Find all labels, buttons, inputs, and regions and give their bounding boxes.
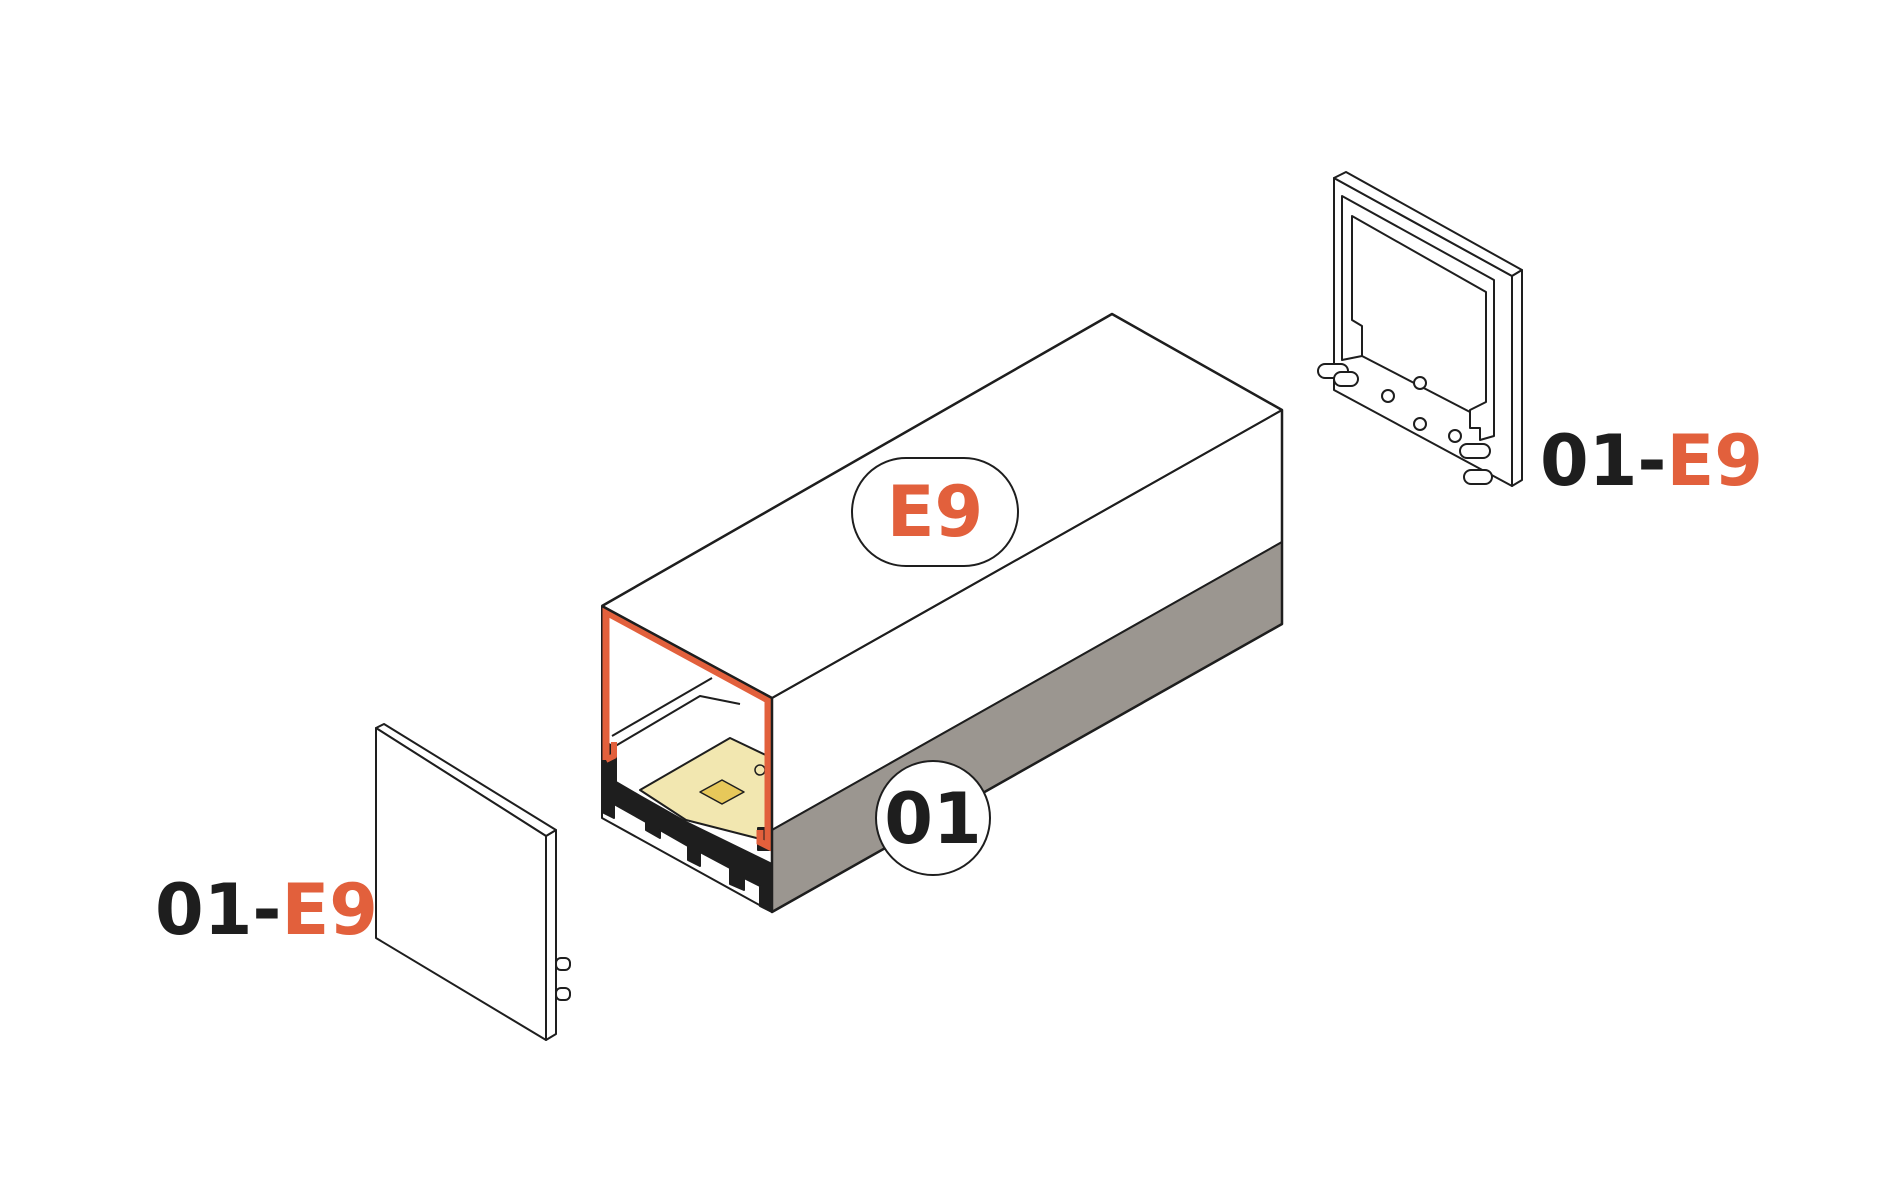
profile-inner-line-2 <box>611 677 713 737</box>
end-cap-right-label: 01-E9 <box>1540 420 1763 502</box>
end-cap-right-label-suffix: E9 <box>1666 420 1763 502</box>
end-cap-left-pin-2 <box>555 987 571 1001</box>
led-chip <box>699 779 745 805</box>
profile-cross-section <box>601 739 773 913</box>
diffuser-hook-left <box>604 742 617 763</box>
end-cap-left-label: 01-E9 <box>155 869 378 951</box>
profile-edge-front-top <box>771 409 1283 699</box>
end-cap-right-hole-4 <box>1448 429 1462 443</box>
end-cap-right-inner-frame <box>1341 195 1495 441</box>
end-cap-left-face <box>375 727 547 1041</box>
led-strip-dot <box>754 764 766 776</box>
end-cap-left <box>375 723 571 1041</box>
diffuser-badge-outline <box>851 457 1019 567</box>
profile-inner-line-1 <box>611 695 741 749</box>
diffuser-label: E9 <box>887 471 984 553</box>
end-cap-right-pin-3 <box>1459 443 1491 459</box>
end-cap-left-label-prefix: 01- <box>155 869 281 951</box>
end-cap-right <box>1317 171 1523 487</box>
end-cap-left-label-suffix: E9 <box>281 869 378 951</box>
end-cap-right-hole-2 <box>1381 389 1395 403</box>
end-cap-right-label-prefix: 01- <box>1540 420 1666 502</box>
diffuser-cross-section <box>602 606 772 852</box>
end-cap-right-pin-2 <box>1333 371 1359 387</box>
profile-label-badge: 01 <box>875 760 991 876</box>
end-cap-right-hole-1 <box>1413 376 1427 390</box>
end-cap-right-pin-4 <box>1463 469 1493 485</box>
svg-text:01-E9: 01-E9 <box>1540 420 1763 502</box>
profile-badge-outline <box>875 760 991 876</box>
end-cap-right-depth <box>1511 269 1523 487</box>
end-cap-left-pin-1 <box>555 957 571 971</box>
svg-text:01-E9: 01-E9 <box>155 869 378 951</box>
profile-label: 01 <box>884 778 981 860</box>
end-cap-right-hole-3 <box>1413 417 1427 431</box>
end-cap-left-side <box>545 829 557 1041</box>
diffuser-label-badge: E9 <box>851 457 1019 567</box>
